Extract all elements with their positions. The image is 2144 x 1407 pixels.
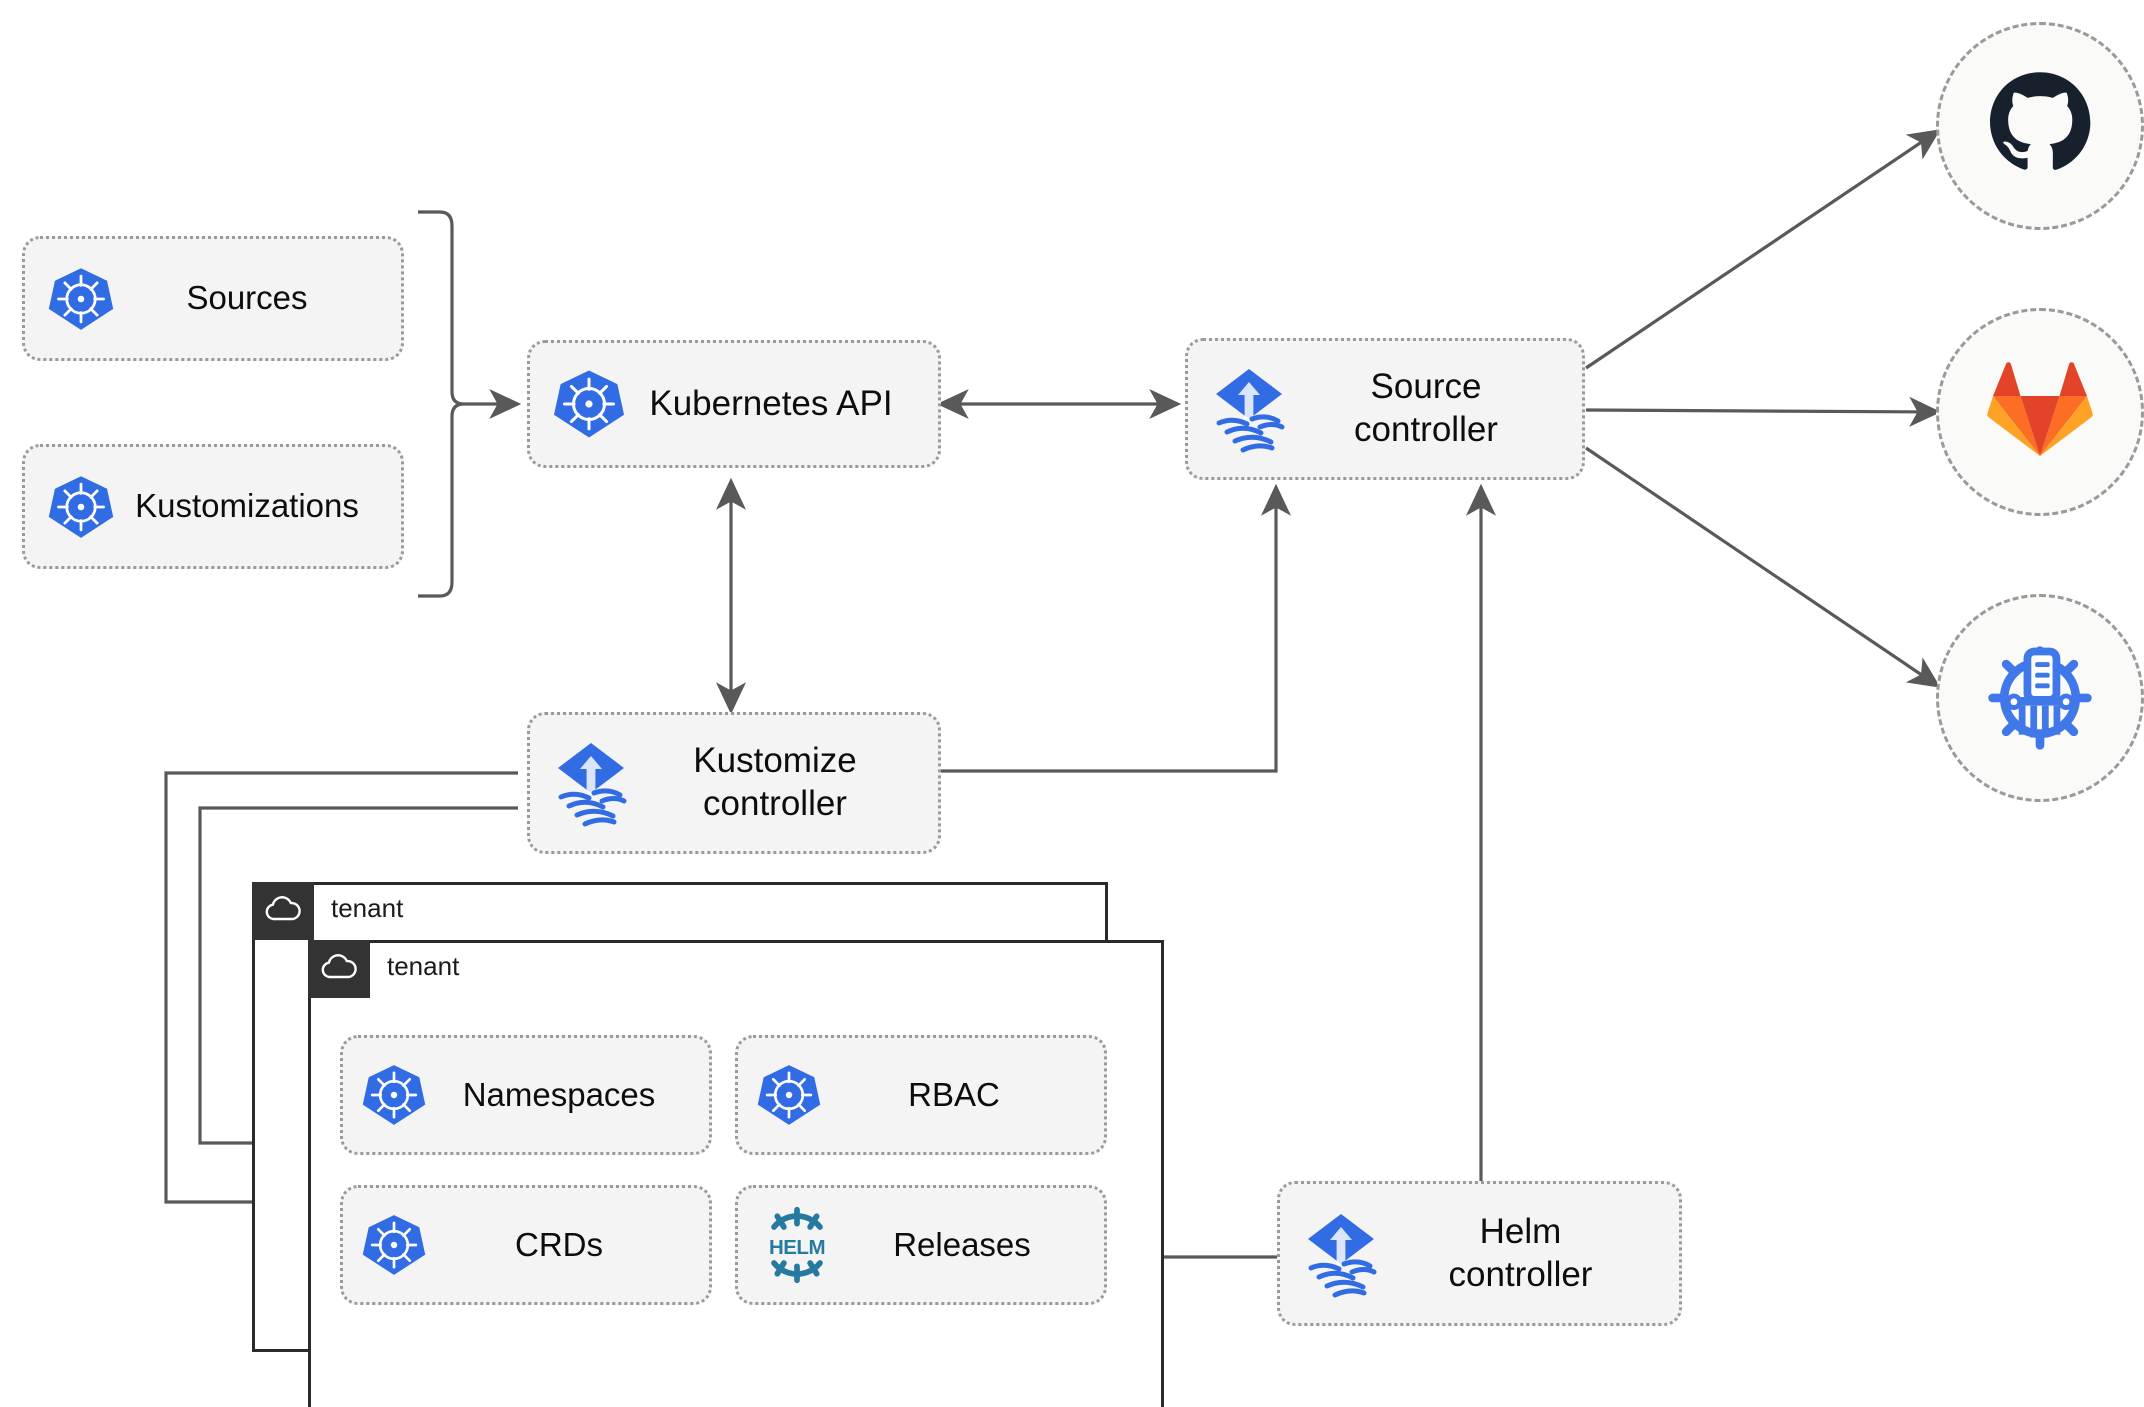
- wire-bracket: [418, 210, 465, 598]
- node-label: RBAC: [908, 1075, 1000, 1113]
- tenant-tab-front: [308, 940, 370, 998]
- wire-kustomizectl-sourcectl: [940, 483, 1292, 773]
- node-label: Namespaces: [462, 1075, 656, 1113]
- node-label: Source controller: [1354, 367, 1498, 449]
- node-kustomizations[interactable]: Kustomizations: [22, 444, 404, 569]
- kubernetes-icon: [756, 1062, 822, 1128]
- flux-icon: [550, 737, 632, 829]
- node-source-controller[interactable]: Source controller: [1185, 338, 1585, 480]
- kubernetes-icon: [47, 473, 115, 541]
- node-label: Releases: [893, 1225, 1031, 1263]
- endpoint-github[interactable]: [1936, 22, 2144, 230]
- node-kubernetes-api[interactable]: Kubernetes API: [527, 340, 941, 468]
- endpoint-helm-repository[interactable]: [1936, 594, 2144, 802]
- node-namespaces[interactable]: Namespaces: [340, 1035, 712, 1155]
- cloud-icon: [263, 895, 303, 928]
- flux-icon: [1208, 363, 1290, 455]
- wire-sourcectl-gitlab: [1585, 396, 1942, 427]
- tenant-tab-back: [252, 882, 314, 940]
- node-helm-controller[interactable]: Helm controller: [1277, 1181, 1682, 1326]
- tenant-label: tenant: [331, 893, 404, 923]
- node-crds[interactable]: CRDs: [340, 1185, 712, 1305]
- node-label: Kubernetes API: [649, 383, 893, 423]
- cloud-icon: [319, 953, 359, 986]
- kubernetes-icon: [361, 1212, 427, 1278]
- node-label: Kustomizations: [135, 487, 359, 525]
- node-label: CRDs: [515, 1225, 603, 1263]
- svg-text:HELM: HELM: [769, 1236, 825, 1259]
- flux-icon: [1300, 1208, 1382, 1300]
- node-label: Helm controller: [1448, 1211, 1593, 1294]
- node-sources[interactable]: Sources: [22, 236, 404, 361]
- endpoint-gitlab[interactable]: [1936, 308, 2144, 516]
- gitlab-icon: [1987, 360, 2093, 465]
- node-kustomize-controller[interactable]: Kustomize controller: [527, 712, 941, 854]
- node-releases[interactable]: HELM Releases: [735, 1185, 1107, 1305]
- wire-kustomizectl-tenant-back: [164, 771, 518, 1218]
- wire-sourcectl-helmrepo: [1585, 446, 1941, 688]
- node-label: Kustomize controller: [693, 741, 857, 823]
- tenant-label: tenant: [387, 951, 460, 981]
- helm-chart-icon: [1982, 638, 2098, 759]
- node-label: Sources: [186, 279, 308, 317]
- helm-icon: HELM: [756, 1204, 838, 1286]
- kubernetes-icon: [552, 367, 626, 441]
- kubernetes-icon: [47, 265, 115, 333]
- tenant-window-front[interactable]: tenant: [308, 940, 1164, 1407]
- kubernetes-icon: [361, 1062, 427, 1128]
- github-icon: [1986, 70, 2094, 183]
- wire-sourcectl-github: [1585, 129, 1941, 370]
- node-rbac[interactable]: RBAC: [735, 1035, 1107, 1155]
